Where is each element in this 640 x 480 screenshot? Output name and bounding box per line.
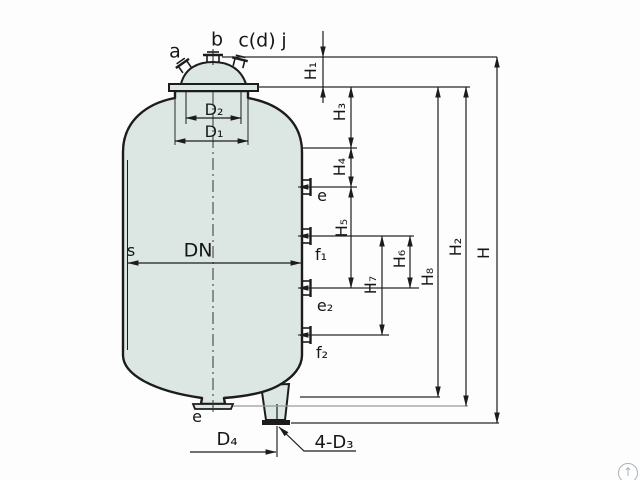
label-nozzle-b: b — [210, 28, 224, 51]
leg-foot-plate — [262, 420, 290, 425]
top-nozzle-b-icon — [203, 49, 223, 65]
label-dim-d1: D₁ — [204, 122, 224, 141]
label-dim-h2: H₂ — [446, 237, 465, 257]
label-dim-h7: H₇ — [361, 275, 380, 295]
label-dim-h8: H₈ — [418, 267, 437, 287]
label-nozzle-e-bottom: e — [192, 407, 202, 426]
label-nozzle-e2: e₂ — [316, 296, 334, 315]
label-dim-h1: H₁ — [301, 61, 320, 81]
label-nozzle-f2: f₂ — [315, 343, 329, 362]
label-dim-h4: H₄ — [330, 157, 349, 177]
label-dim-d2: D₂ — [204, 100, 224, 119]
label-nozzle-j: j — [281, 29, 287, 52]
back-to-top-icon[interactable]: ↑ — [618, 463, 638, 480]
label-dim-h: H — [474, 246, 493, 260]
extension-lines — [222, 56, 499, 457]
label-dim-h3: H₃ — [330, 102, 349, 122]
side-nozzles — [297, 178, 316, 344]
label-nozzle-f1: f₁ — [314, 245, 328, 264]
label-dim-dn: DN — [183, 239, 213, 262]
label-nozzle-a: a — [169, 40, 181, 63]
label-dim-4-d3: 4-D₃ — [314, 432, 354, 453]
label-dim-d4: D₄ — [216, 429, 238, 450]
label-nozzle-e-side: e — [317, 186, 327, 205]
side-nozzle-e2-icon — [297, 279, 316, 297]
label-nozzle-cd: c(d) — [238, 29, 276, 52]
dimension-lines — [127, 31, 500, 455]
label-dim-h5: H₅ — [332, 218, 351, 238]
label-dim-h6: H₆ — [390, 249, 409, 269]
label-wall-s: s — [126, 241, 136, 260]
top-nozzle-a-icon — [175, 57, 192, 74]
